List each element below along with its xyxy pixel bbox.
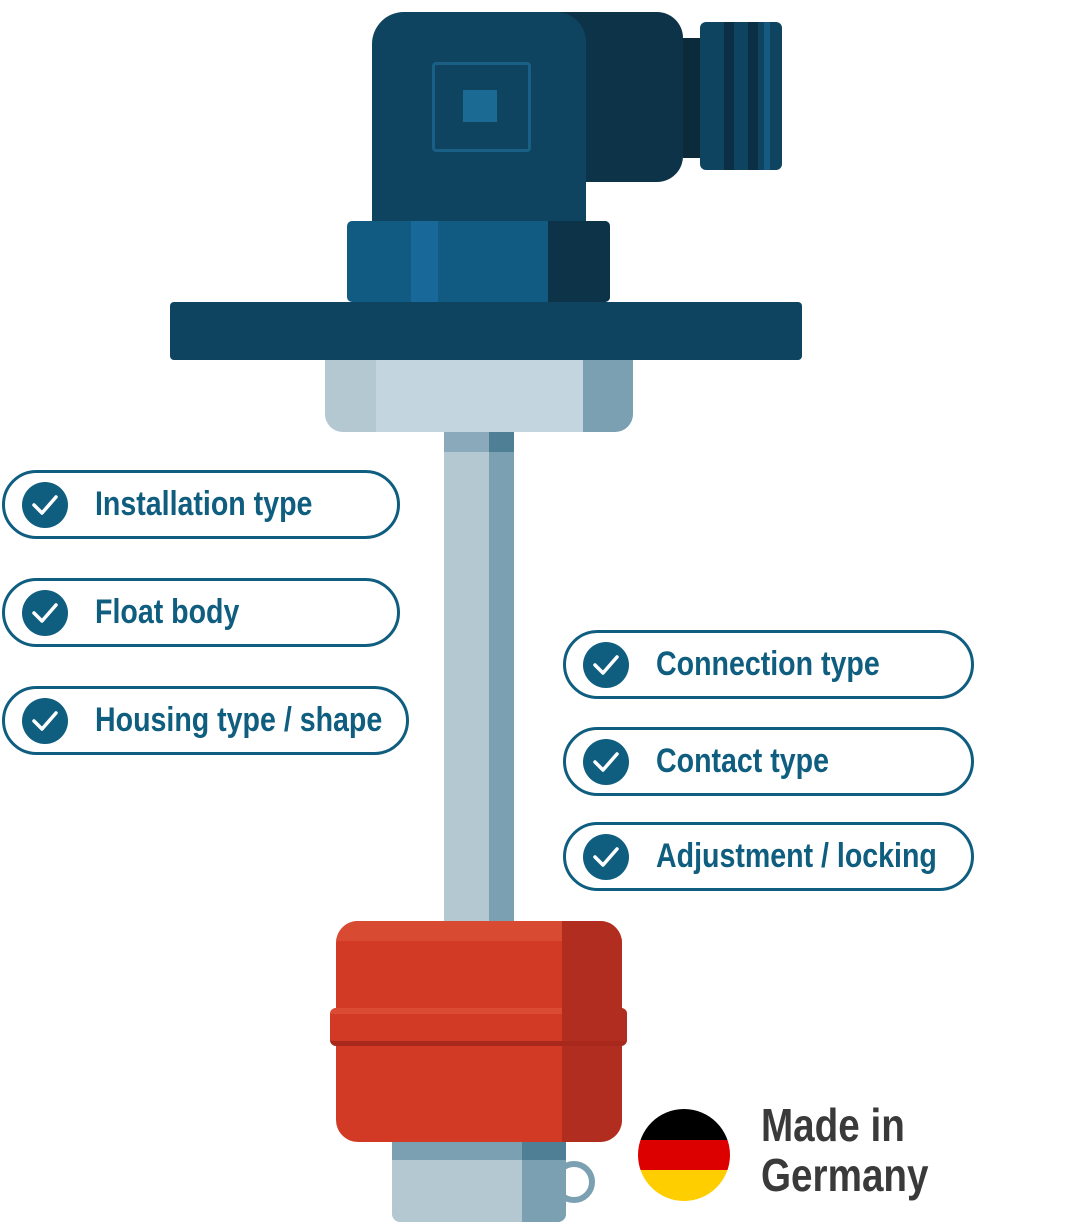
feature-installation-type: Installation type <box>2 470 400 539</box>
connector-neck <box>683 38 702 158</box>
feature-label: Contact type <box>656 742 829 780</box>
feature-label: Connection type <box>656 645 880 683</box>
feature-label: Housing type / shape <box>95 701 383 739</box>
germany-text: Germany <box>761 1149 929 1201</box>
check-circle-icon <box>583 834 629 880</box>
feature-label: Adjustment / locking <box>656 837 937 875</box>
bushing <box>325 360 633 432</box>
connector-square <box>463 90 497 122</box>
feature-adjustment-locking: Adjustment / locking <box>563 822 974 891</box>
bottom-stem <box>392 1140 566 1222</box>
flange <box>170 302 802 360</box>
made-in-text: Made in <box>761 1099 905 1151</box>
check-circle-icon <box>583 739 629 785</box>
feature-connection-type: Connection type <box>563 630 974 699</box>
check-circle-icon <box>22 482 68 528</box>
hex-nut <box>347 221 610 302</box>
german-flag-icon <box>638 1109 730 1201</box>
float-band <box>330 1008 627 1046</box>
connector-plug <box>700 22 782 170</box>
feature-contact-type: Contact type <box>563 727 974 796</box>
rod <box>444 432 514 924</box>
check-circle-icon <box>583 642 629 688</box>
check-circle-icon <box>22 590 68 636</box>
check-circle-icon <box>22 698 68 744</box>
feature-float-body: Float body <box>2 578 400 647</box>
connector-square-outline <box>432 62 531 152</box>
feature-label: Installation type <box>95 485 313 523</box>
feature-housing-type: Housing type / shape <box>2 686 409 755</box>
feature-label: Float body <box>95 593 240 631</box>
